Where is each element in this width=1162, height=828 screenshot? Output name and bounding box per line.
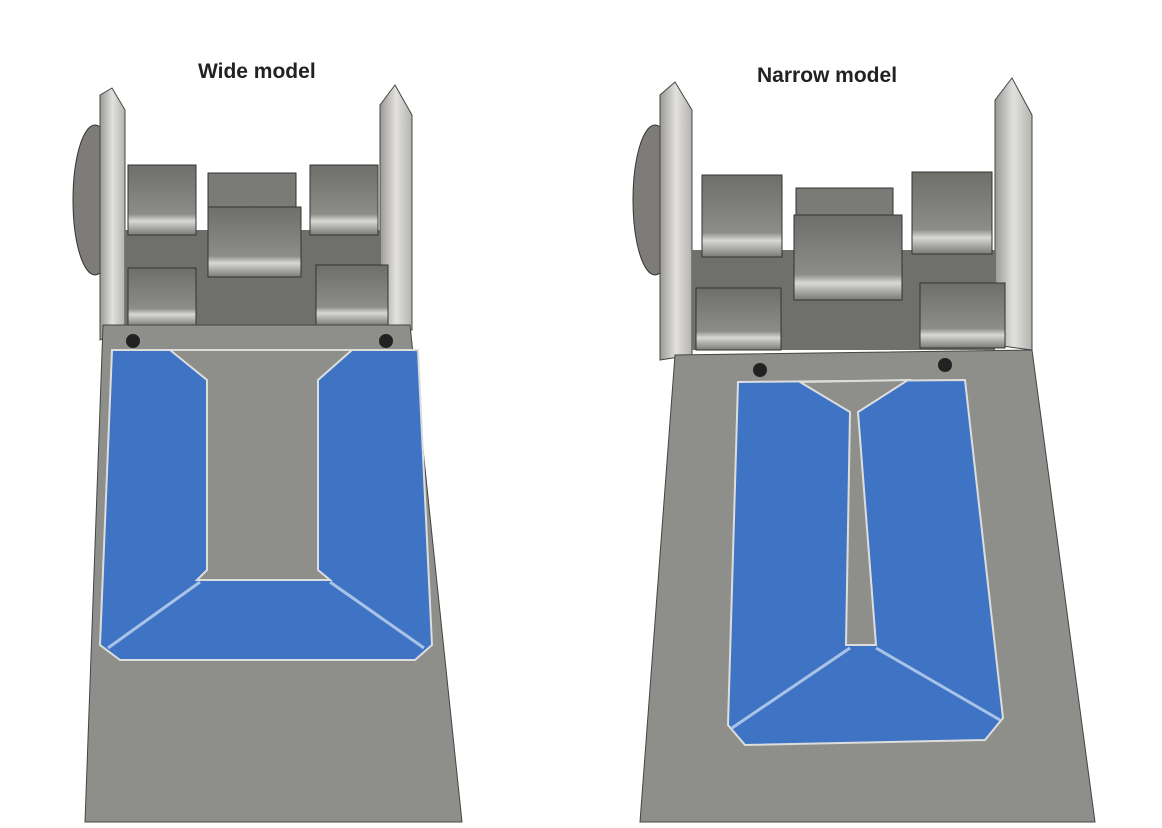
block — [207, 206, 302, 278]
cutout — [167, 349, 355, 581]
wide-model — [72, 84, 463, 823]
block — [127, 164, 197, 236]
screw — [379, 334, 393, 348]
narrow-model — [632, 77, 1096, 823]
block — [701, 174, 783, 258]
block — [309, 164, 379, 236]
side-wall-left — [659, 81, 693, 361]
side-wall-left — [99, 87, 126, 341]
block — [795, 187, 894, 219]
screw — [938, 358, 952, 372]
screw — [753, 363, 767, 377]
cutout — [796, 378, 912, 646]
narrow-model-label: Narrow model — [757, 64, 898, 87]
block — [911, 171, 993, 255]
wide-model-label: Wide model — [198, 60, 316, 83]
block — [315, 264, 389, 326]
block — [919, 282, 1006, 349]
block — [207, 172, 297, 209]
block — [695, 287, 782, 351]
screw — [126, 334, 140, 348]
block — [127, 267, 197, 327]
block — [793, 214, 903, 301]
